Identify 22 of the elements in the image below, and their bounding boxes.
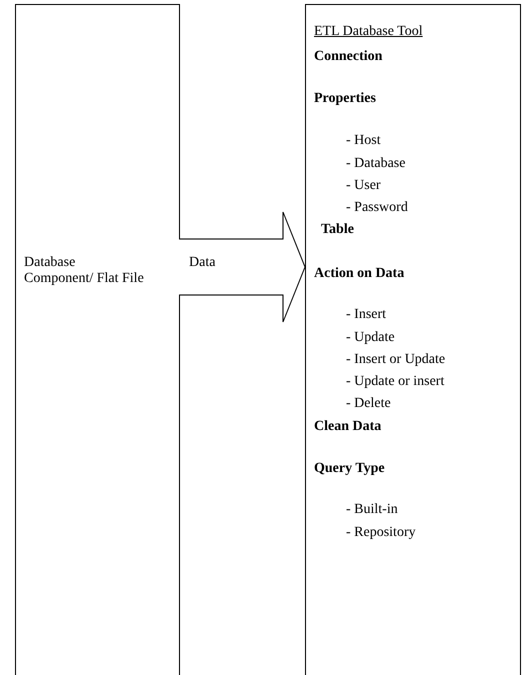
heading-text: Table: [321, 222, 354, 238]
list-item: - Password: [346, 200, 408, 216]
panel-box: [305, 4, 521, 675]
heading-text: Clean Data: [314, 419, 382, 435]
heading-text: Action on Data: [314, 266, 404, 282]
list-item: - Database: [346, 156, 406, 172]
node-label: Database Component/ Flat File: [24, 255, 144, 287]
heading-text: Properties: [314, 91, 376, 107]
list-item: - Insert: [346, 307, 386, 323]
heading-text: Connection: [314, 49, 382, 65]
list-item: - Insert or Update: [346, 352, 446, 368]
list-item: - Host: [346, 133, 381, 149]
list-item: - User: [346, 178, 381, 194]
heading-text: Query Type: [314, 461, 385, 477]
panel-box: [15, 4, 180, 675]
list-item: - Delete: [346, 396, 391, 412]
list-item: - Repository: [346, 525, 416, 541]
heading-text: ETL Database Tool: [314, 24, 423, 40]
list-item: - Update or insert: [346, 374, 444, 390]
list-item: - Update: [346, 330, 395, 346]
block-arrow: [178, 212, 306, 322]
list-item: - Built-in: [346, 502, 398, 518]
